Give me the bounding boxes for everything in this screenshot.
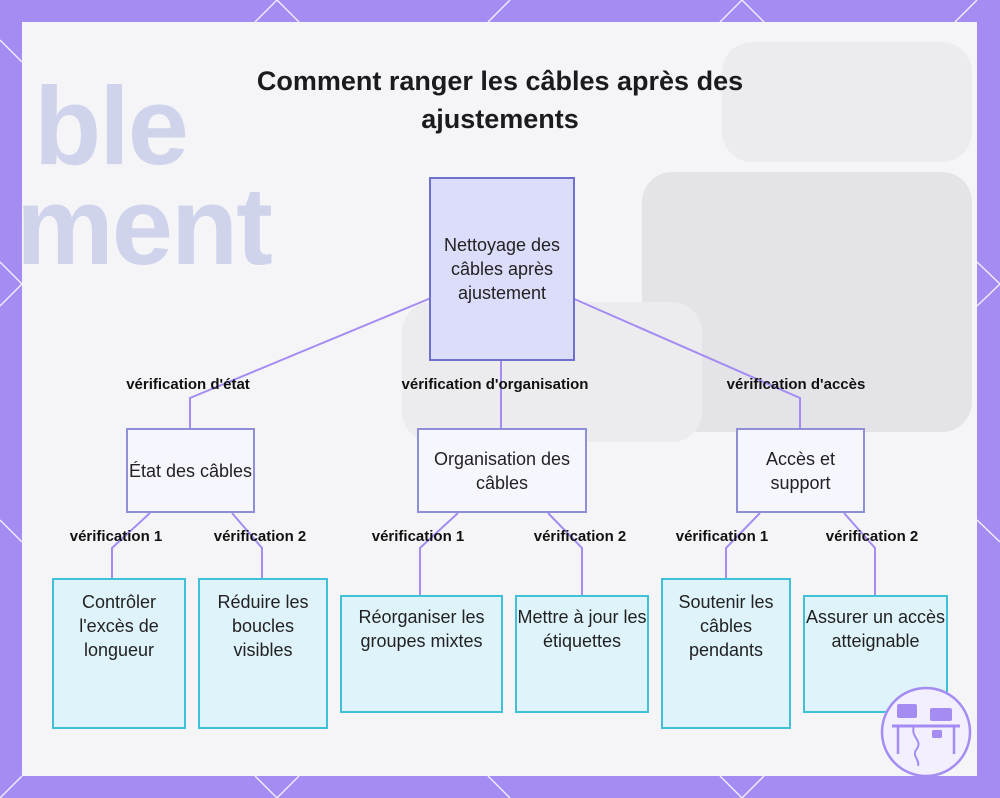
leaf-node-label: Soutenir les câbles pendants [678,592,774,660]
edge-label-acces: vérification d'accès [726,376,866,393]
leaf-node-hanging-cables: Soutenir les câbles pendants [661,578,791,729]
leaf-node-visible-loops: Réduire les boucles visibles [198,578,328,729]
branch-node-label: Organisation des câbles [433,448,571,493]
edge-label-etat: vérification d'état [126,376,250,393]
leaf-node-label: Mettre à jour les étiquettes [517,607,647,651]
edge-label-branch1-v2: vérification 2 [213,528,307,545]
edge-label-branch3-v2: vérification 2 [825,528,919,545]
leaf-node-label: Réorganiser les groupes mixtes [358,607,485,651]
edge-label-branch3-v1: vérification 1 [675,528,769,545]
desk-setup-icon [880,686,972,778]
edge-label-branch2-v2: vérification 2 [533,528,627,545]
branch-node-label: État des câbles [128,460,253,481]
leaf-node-label: Contrôler l'excès de longueur [79,592,159,660]
page-title: Comment ranger les câbles après des ajus… [256,66,744,134]
branch-node-organisation: Organisation des câbles [417,428,587,513]
branch-node-label: Accès et support [765,448,836,493]
background-text-line-1: ble [34,65,189,188]
branch-node-etat: État des câbles [126,428,255,513]
root-node: Nettoyage des câbles après ajustement [429,177,575,361]
edge-label-organisation: vérification d'organisation [401,376,589,393]
edge-label-branch2-v1: vérification 1 [371,528,465,545]
leaf-node-update-labels: Mettre à jour les étiquettes [515,595,649,713]
root-node-label: Nettoyage des câbles après ajustement [443,235,561,303]
leaf-node-excess-length: Contrôler l'excès de longueur [52,578,186,729]
branch-node-acces: Accès et support [736,428,865,513]
edge-label-branch1-v1: vérification 1 [69,528,163,545]
leaf-node-label: Réduire les boucles visibles [217,592,309,660]
background-text-line-2: ment [22,165,273,288]
leaf-node-label: Assurer un accès atteignable [805,607,946,651]
background-blur-shape [722,42,972,162]
leaf-node-mixed-groups: Réorganiser les groupes mixtes [340,595,503,713]
